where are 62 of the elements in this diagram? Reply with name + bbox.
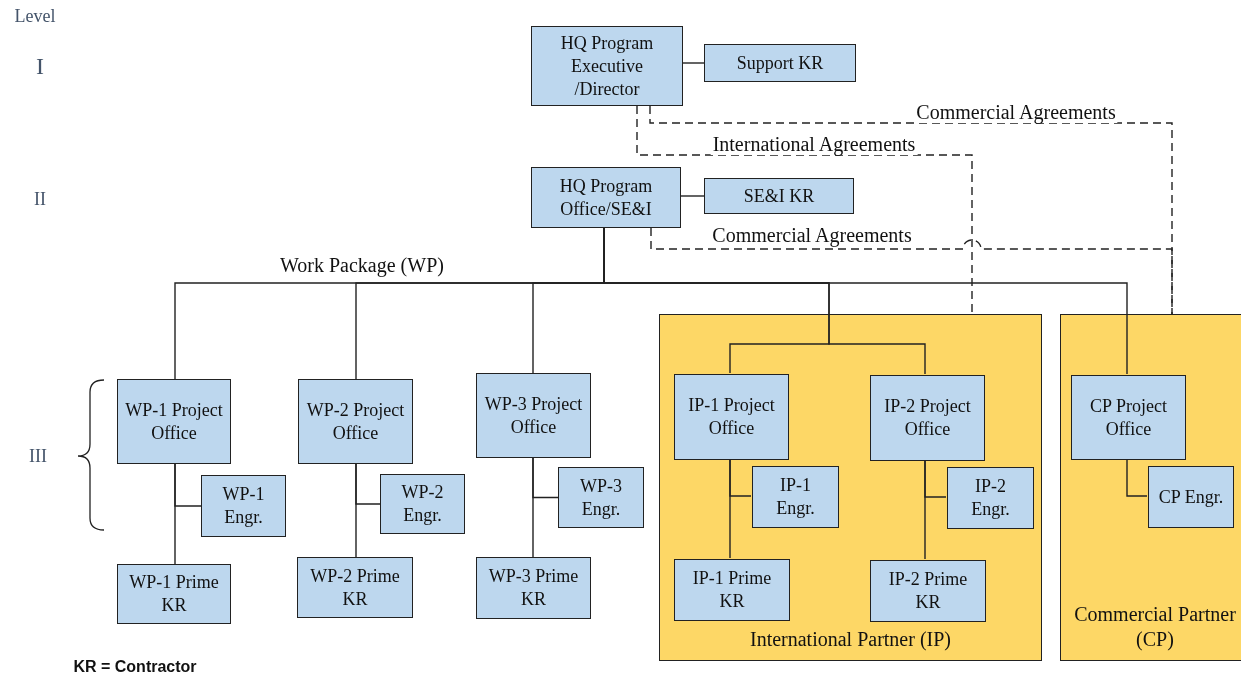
box-label: CP Project Office <box>1089 394 1168 441</box>
box-label: IP-2 Engr. <box>970 475 1011 521</box>
bus-label: Work Package (WP) <box>280 253 444 277</box>
org-box <box>870 560 986 622</box>
org-box <box>297 557 413 618</box>
box-label: IP-1 Project Office <box>687 394 776 440</box>
org-box <box>476 373 591 458</box>
org-box <box>1071 375 1186 460</box>
box-label: WP-2 Project Office <box>305 398 406 445</box>
org-box <box>674 559 790 621</box>
box-label: WP-3 Project Office <box>483 392 584 439</box>
org-box <box>1148 466 1234 528</box>
connector-line <box>680 195 705 197</box>
box-label: WP-3 Prime KR <box>487 565 580 611</box>
org-box <box>476 557 591 619</box>
connector-line <box>532 457 534 558</box>
box-label: WP-2 Engr. <box>400 481 445 527</box>
dashed-connector <box>636 105 973 315</box>
dashed-connector <box>650 227 1173 315</box>
org-box <box>201 475 286 537</box>
box-label: CP Engr. <box>1158 485 1224 509</box>
box-label: IP-2 Project Office <box>883 395 972 441</box>
connector-line <box>729 458 731 559</box>
org-box <box>380 474 465 534</box>
box-label: HQ Program Executive /Director <box>559 31 655 101</box>
org-box <box>752 466 839 528</box>
level-label: III <box>29 445 47 467</box>
level-label: II <box>34 188 46 210</box>
box-label: WP-3 Engr. <box>579 474 623 521</box>
org-box <box>704 178 854 214</box>
partner-panel <box>1060 314 1241 661</box>
level-label: Level <box>14 5 56 27</box>
box-label: IP-2 Prime KR <box>887 568 969 614</box>
connector-line <box>682 62 705 64</box>
box-label: IP-1 Prime KR <box>691 567 773 613</box>
box-label: HQ Program Office/SE&I <box>558 174 654 221</box>
panel-title: International Partner (IP) <box>749 627 951 652</box>
box-label: WP-1 Prime KR <box>128 571 220 617</box>
org-box <box>117 564 231 624</box>
box-label: IP-1 Engr. <box>775 474 816 520</box>
legend-note: KR = Contractor <box>73 658 197 676</box>
connector-line <box>355 463 357 558</box>
org-box <box>531 167 681 228</box>
box-label: Support KR <box>736 51 824 75</box>
box-label: SE&I KR <box>743 184 815 208</box>
connector-line <box>174 463 176 565</box>
connector-line <box>924 459 926 560</box>
box-label: WP-2 Prime KR <box>309 564 401 611</box>
box-label: WP-1 Project Office <box>124 398 224 445</box>
connector-line <box>1126 458 1148 497</box>
org-box <box>117 379 231 464</box>
box-label: WP-1 Engr. <box>221 483 266 529</box>
partner-panel <box>659 314 1042 661</box>
level-label: I <box>36 52 44 80</box>
org-box <box>704 44 856 82</box>
org-box <box>558 467 644 528</box>
org-box <box>531 26 683 106</box>
org-box <box>674 374 789 460</box>
org-box <box>298 379 413 464</box>
panel-title: Commercial Partner (CP) <box>1073 602 1237 652</box>
org-box <box>870 375 985 461</box>
org-box <box>947 467 1034 529</box>
